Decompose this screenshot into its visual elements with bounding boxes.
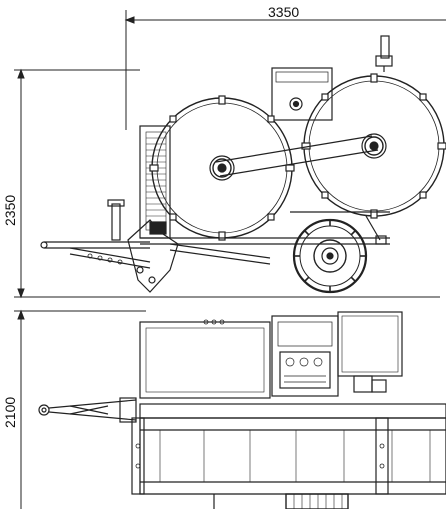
drum-link-beam — [209, 133, 387, 181]
chassis — [140, 211, 390, 265]
width-dimension-label: 2100 — [2, 396, 18, 428]
height-dimension-label: 2350 — [2, 194, 18, 226]
rear-stand — [365, 215, 387, 245]
radiator — [139, 125, 171, 239]
right-drum — [301, 73, 446, 219]
dimension-lines — [14, 10, 446, 509]
control-box — [271, 67, 333, 121]
side-view — [40, 35, 446, 294]
left-housing — [139, 321, 271, 399]
drawbar-top — [38, 397, 137, 423]
main-frame — [131, 403, 446, 509]
engine-compartment — [271, 315, 339, 397]
exhaust-valve — [375, 35, 393, 72]
engine-block — [337, 311, 403, 393]
left-drum — [149, 95, 295, 241]
length-dimension-label: 3350 — [268, 4, 300, 20]
top-view — [38, 311, 446, 509]
road-wheel — [292, 218, 368, 294]
drawbar — [40, 199, 179, 293]
